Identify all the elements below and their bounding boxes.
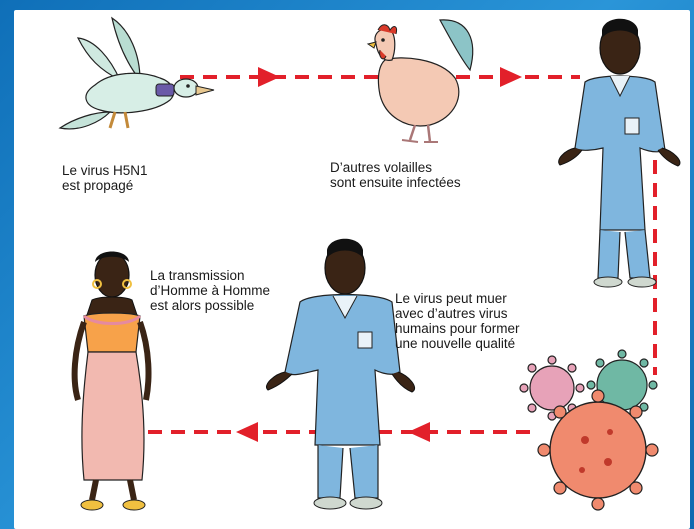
chicken-icon xyxy=(368,20,473,142)
caption-virus-mutation: Le virus peut muer avec d’autres virus h… xyxy=(395,291,520,351)
virus-red xyxy=(538,390,658,510)
arrow-left-2 xyxy=(236,422,258,442)
caption-human-transmission: La transmission d’Homme à Homme est alor… xyxy=(150,268,270,313)
arrow-right-2 xyxy=(500,67,522,87)
virus-icon xyxy=(520,350,658,510)
caption-bird-spread: Le virus H5N1 est propagé xyxy=(62,163,148,193)
man-icon-top xyxy=(559,19,680,287)
duck-icon xyxy=(60,18,214,129)
woman-icon xyxy=(75,252,149,511)
arrow-left-1 xyxy=(408,422,430,442)
arrow-right-1 xyxy=(258,67,280,87)
flow-arrows xyxy=(236,67,522,442)
man-icon-middle xyxy=(266,239,414,509)
caption-poultry-infected: D’autres volailles sont ensuite infectée… xyxy=(330,160,461,190)
